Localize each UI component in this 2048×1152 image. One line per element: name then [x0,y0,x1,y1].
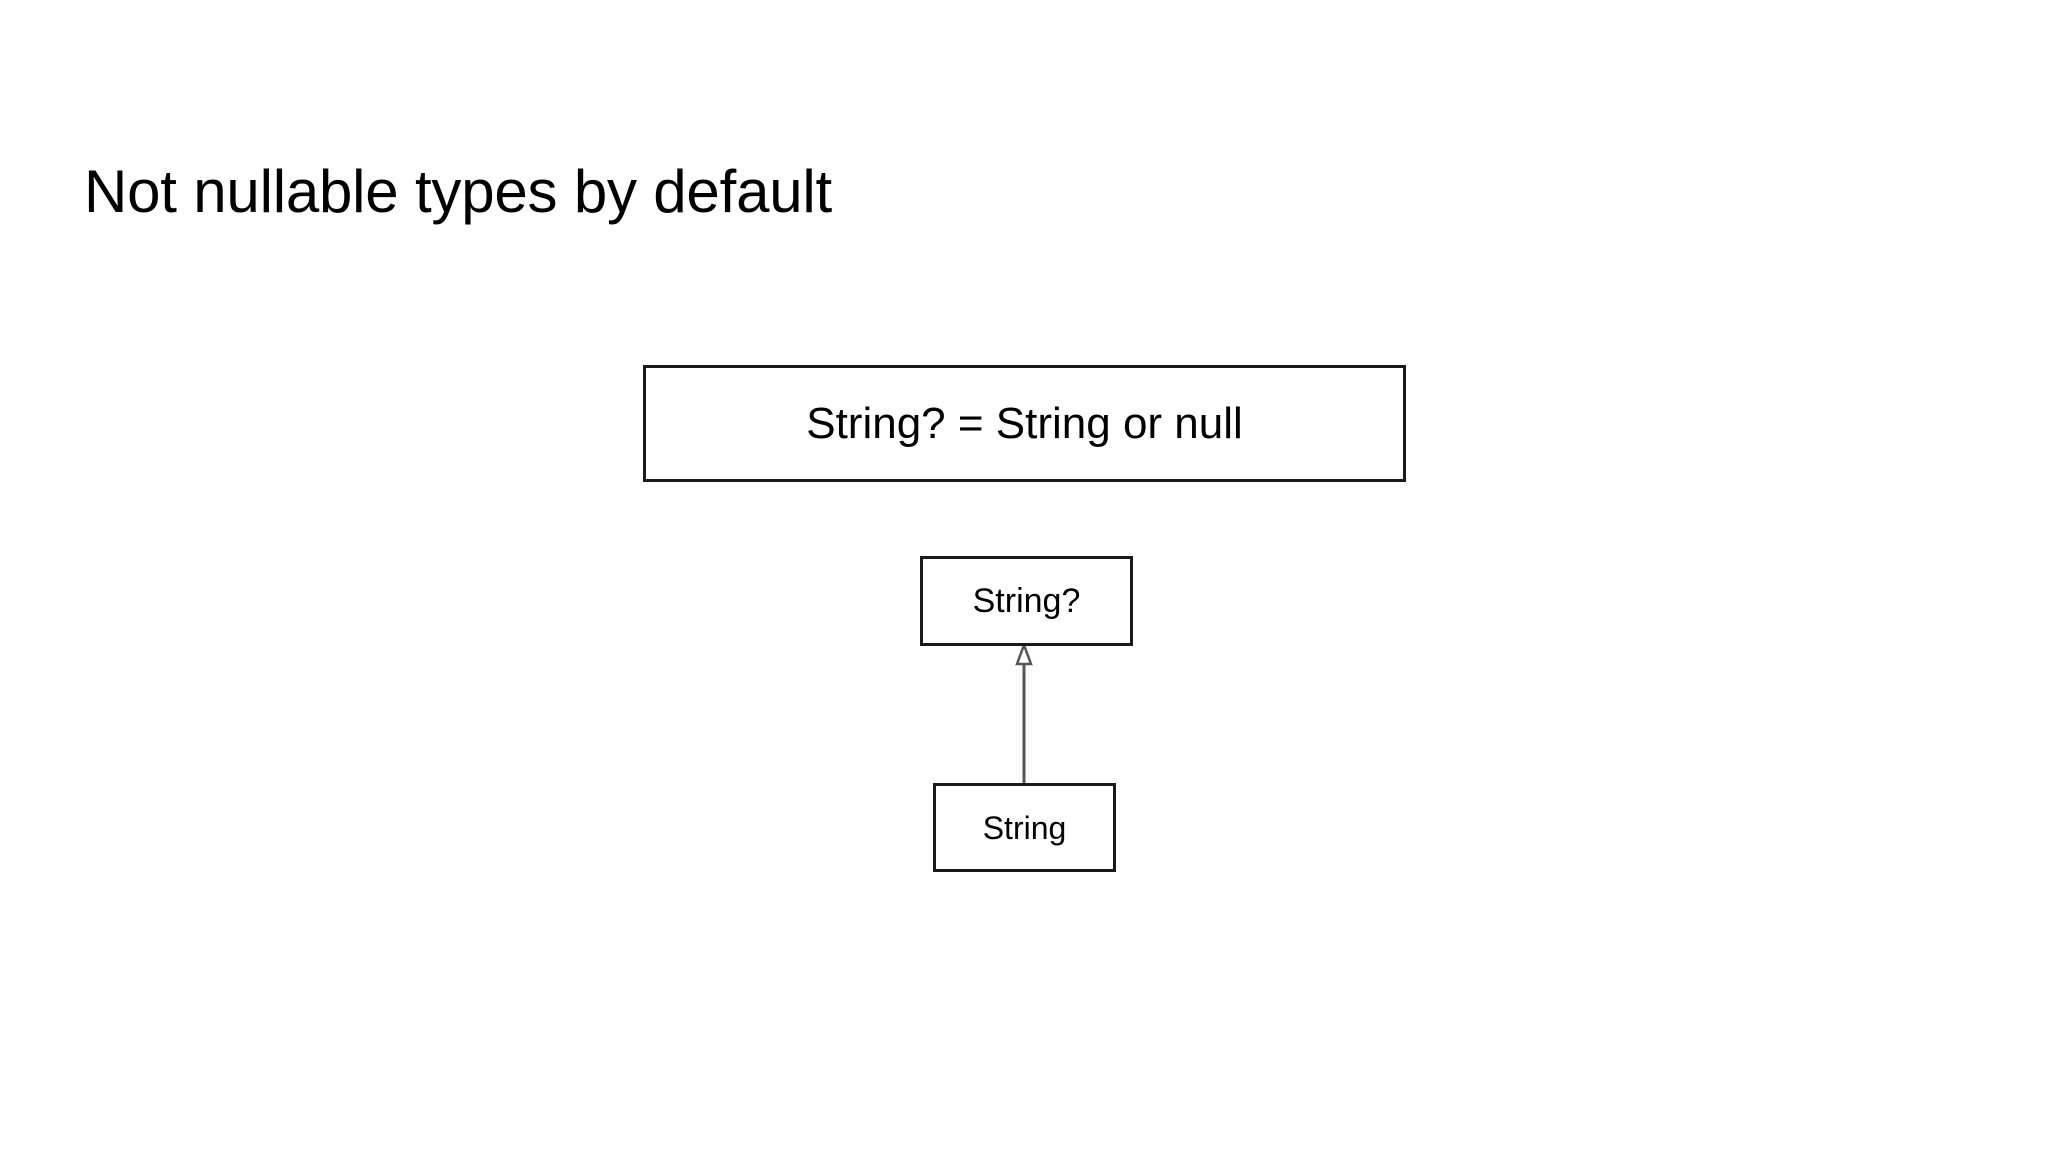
definition-box: String? = String or null [643,365,1406,482]
non-nullable-type-box: String [933,783,1116,872]
inheritance-arrowhead-icon [1015,641,1033,666]
non-nullable-type-box-label: String [982,809,1067,846]
nullable-type-box: String? [920,556,1133,646]
nullable-type-box-label: String? [972,582,1081,620]
page-title: Not nullable types by default [84,158,833,226]
definition-box-label: String? = String or null [806,398,1243,448]
